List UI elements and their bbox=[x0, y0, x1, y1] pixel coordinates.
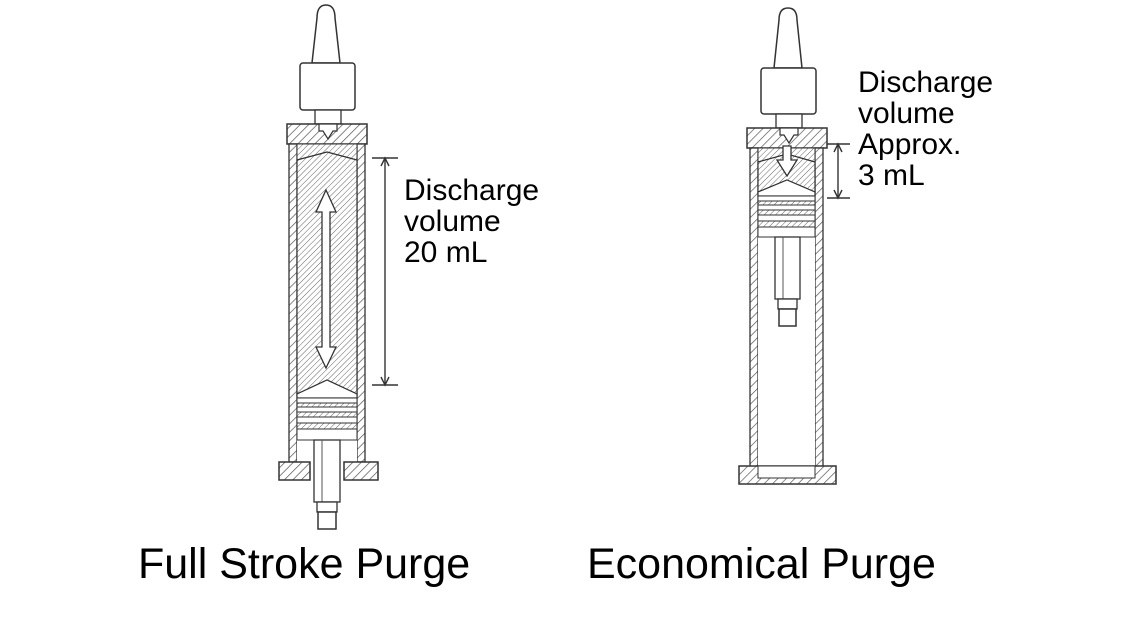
full-stroke-syringe bbox=[278, 4, 379, 530]
economical-label-line-2: volume bbox=[858, 97, 955, 130]
full-stroke-label-line-3: 20 mL bbox=[404, 236, 488, 269]
economical-syringe bbox=[738, 7, 837, 485]
economical-caption: Economical Purge bbox=[587, 540, 936, 588]
economical-label-line-3: Approx. bbox=[858, 128, 962, 161]
economical-discharge-label: Discharge volume Approx. 3 mL bbox=[858, 68, 993, 192]
full-stroke-dimension-line bbox=[372, 156, 398, 387]
economical-dimension-line bbox=[827, 142, 850, 200]
full-stroke-caption: Full Stroke Purge bbox=[138, 540, 471, 588]
full-stroke-discharge-label: Discharge volume 20 mL bbox=[404, 176, 539, 269]
full-stroke-label-line-1: Discharge bbox=[404, 174, 540, 207]
full-stroke-label-line-2: volume bbox=[404, 205, 501, 238]
economical-label-line-1: Discharge bbox=[858, 66, 994, 99]
economical-label-line-4: 3 mL bbox=[858, 159, 925, 192]
